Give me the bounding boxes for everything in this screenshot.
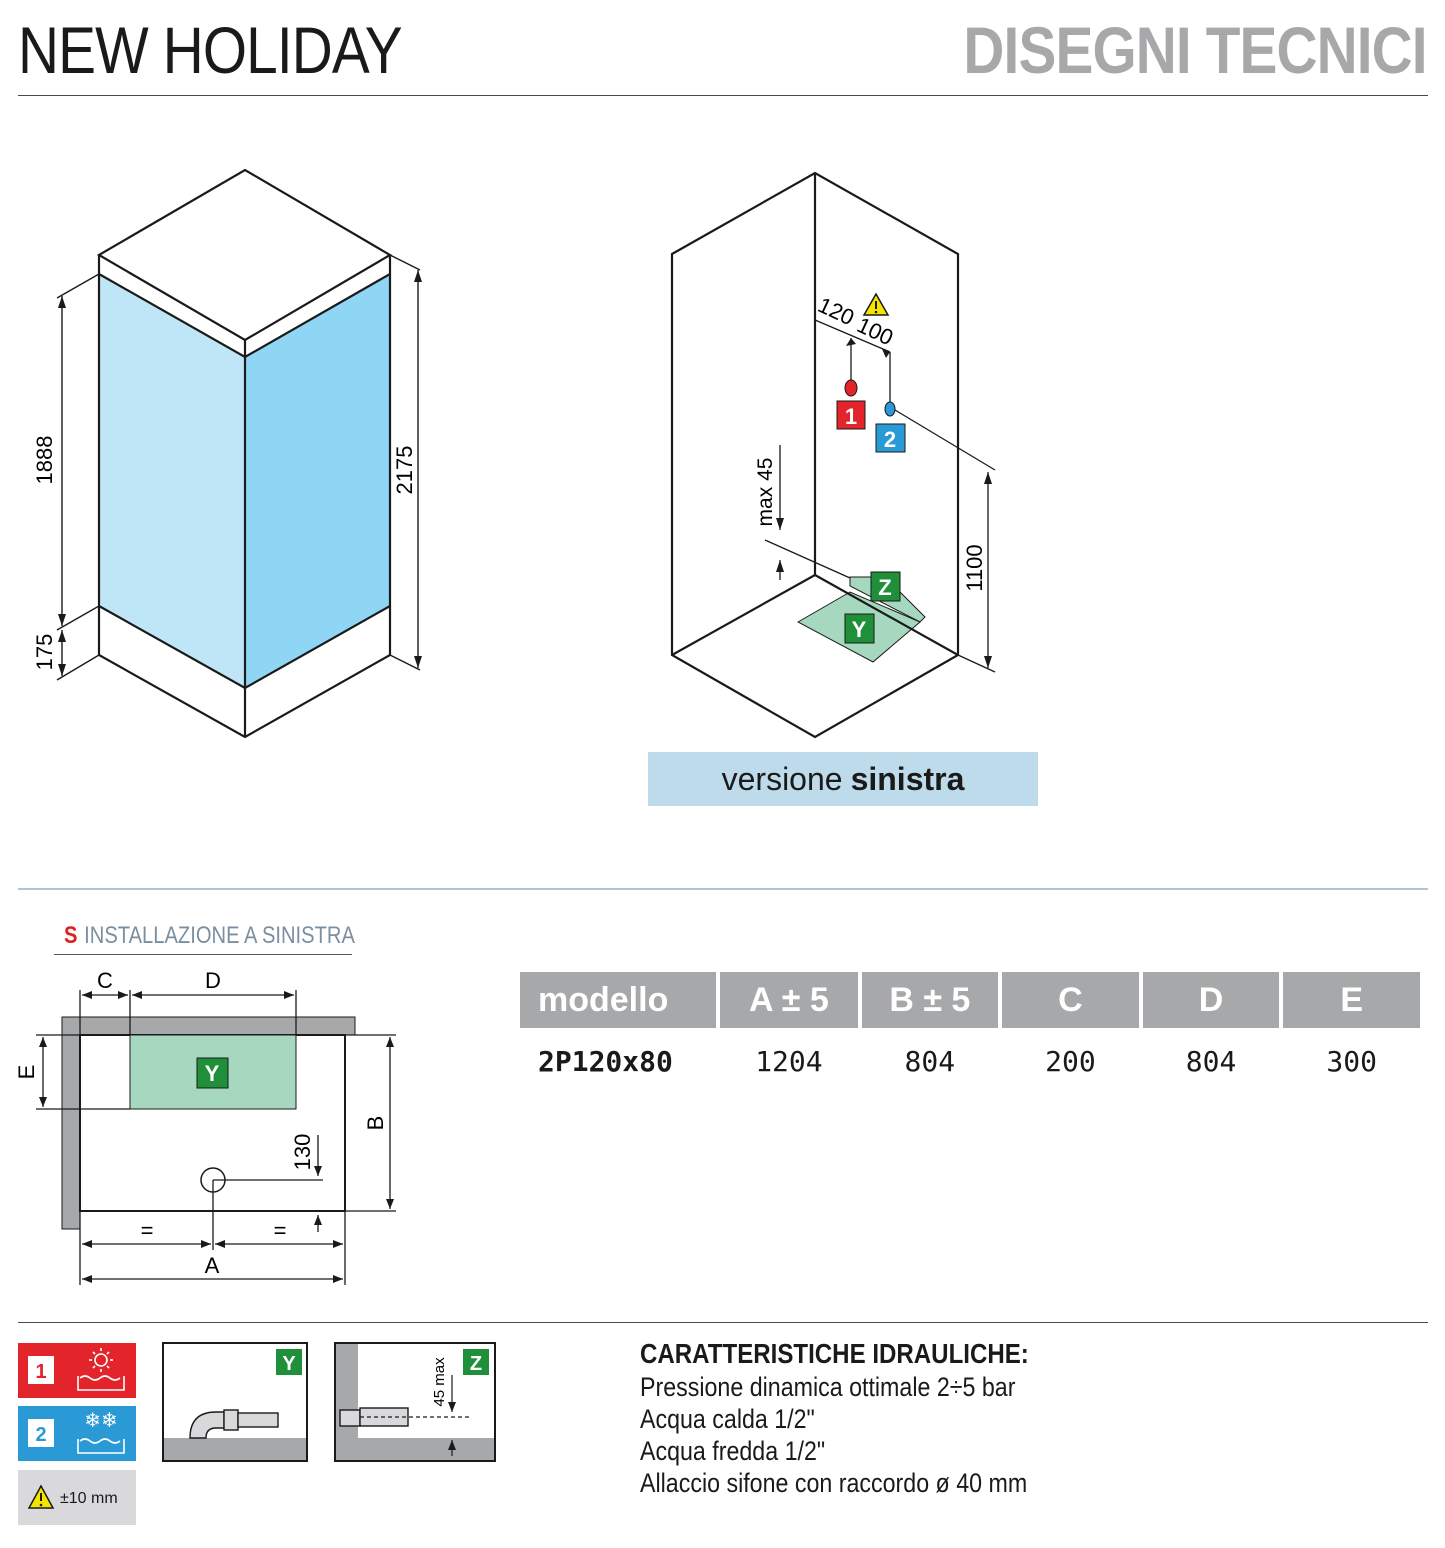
badge-cold-2 xyxy=(875,423,906,453)
col-modello: modello xyxy=(520,972,717,1028)
badge-y-label: Y xyxy=(852,617,867,642)
installation-plan-drawing: Y C D E B A xyxy=(14,968,396,1285)
badge-y xyxy=(844,613,875,644)
cell-b: 804 xyxy=(904,1044,956,1078)
cell-model: 2P120x80 xyxy=(538,1044,673,1078)
cabin-3d-drawing: 1888 175 2175 xyxy=(32,168,422,739)
legend-z-dim: 45 max xyxy=(431,1357,448,1407)
legend-z-badge xyxy=(463,1349,489,1375)
version-side: sinistra xyxy=(850,760,965,797)
col-e: E xyxy=(1283,972,1420,1028)
label-e: E xyxy=(14,1065,39,1080)
dim-1100: 1100 xyxy=(962,544,987,591)
col-b: B ± 5 xyxy=(861,972,999,1028)
legend-z-floor xyxy=(336,1438,494,1460)
legend-hot-number: 1 xyxy=(35,1361,46,1383)
label-a: A xyxy=(205,1253,220,1278)
water-wave-icon xyxy=(77,1375,125,1391)
hydraulics-pressure: Pressione dinamica ottimale 2÷5 bar xyxy=(640,1372,1016,1402)
dim-2175: 2175 xyxy=(392,446,417,495)
badge-hot-1 xyxy=(836,400,866,430)
section-title: DISEGNI TECNICI xyxy=(963,13,1428,87)
sun-icon xyxy=(89,1348,113,1372)
cell-d: 804 xyxy=(1185,1044,1237,1078)
hydraulics-hot: Acqua calda 1/2" xyxy=(640,1404,815,1434)
col-d: D xyxy=(1142,972,1280,1028)
legend-drawing: 1 2 ❄❄ ±10 mm Y xyxy=(18,1342,496,1525)
cold-water-outlet xyxy=(884,401,896,417)
badge-z-label: Z xyxy=(878,575,891,600)
badge-hot-1-label: 1 xyxy=(845,404,857,429)
legend-cold-number: 2 xyxy=(35,1424,46,1446)
badge-cold-2-label: 2 xyxy=(884,427,896,452)
warning-icon-legend xyxy=(27,1484,55,1509)
cell-a: 1204 xyxy=(755,1044,823,1078)
dim-175: 175 xyxy=(32,634,57,671)
dim-120: 120 xyxy=(814,292,858,330)
installation-title-text: INSTALLAZIONE A SINISTRA xyxy=(84,922,355,949)
product-title: NEW HOLIDAY xyxy=(18,13,403,87)
badge-y-plan-label: Y xyxy=(205,1061,220,1086)
section-divider xyxy=(18,888,1428,890)
spec-table: modello A ± 5 B ± 5 C D E 2P120x80 1204 … xyxy=(516,972,1424,1094)
dim-1888: 1888 xyxy=(32,436,57,485)
legend-y-badge xyxy=(276,1349,302,1375)
drain-elbow-icon xyxy=(189,1409,279,1439)
legend-y-label: Y xyxy=(282,1353,296,1375)
badge-z xyxy=(870,571,901,602)
side-wall xyxy=(61,1016,81,1230)
dim-130: 130 xyxy=(290,1134,315,1171)
legend-cold-badge xyxy=(28,1419,54,1447)
snowflake-icon: ❄❄ xyxy=(84,1410,118,1432)
dim-100: 100 xyxy=(853,312,897,350)
legend-divider xyxy=(18,1322,1428,1323)
equal-left: = xyxy=(141,1218,154,1243)
dim-max45: max 45 xyxy=(754,458,777,527)
plumbing-3d-drawing: 120 100 max 45 1100 1 2 Z Y xyxy=(670,171,996,739)
header-divider xyxy=(18,95,1428,96)
side-letter: S xyxy=(64,922,78,949)
water-wave-icon-cold xyxy=(77,1438,125,1454)
glass-panel-left xyxy=(99,274,245,688)
hydraulics-title: CARATTERISTICHE IDRAULICHE: xyxy=(640,1338,1029,1369)
hydraulics-cold: Acqua fredda 1/2" xyxy=(640,1436,826,1466)
legend-z-label: Z xyxy=(470,1353,482,1375)
table-row: 2P120x80 1204 804 200 804 300 xyxy=(520,1028,1420,1094)
legend-hot-badge xyxy=(28,1356,54,1384)
hot-water-outlet xyxy=(844,379,858,397)
hydraulics-siphon: Allaccio sifone con raccordo ø 40 mm xyxy=(640,1468,1028,1498)
tolerance-text: ±10 mm xyxy=(60,1490,118,1507)
col-c: C xyxy=(1002,972,1139,1028)
back-wall xyxy=(61,1016,356,1036)
label-c: C xyxy=(97,968,113,993)
cell-c: 200 xyxy=(1045,1044,1096,1078)
col-a: A ± 5 xyxy=(720,972,858,1028)
cell-e: 300 xyxy=(1326,1044,1377,1078)
warning-icon xyxy=(862,292,890,316)
version-prefix: versione xyxy=(721,760,843,797)
glass-panel-right xyxy=(245,274,390,688)
legend-y-floor xyxy=(164,1438,306,1460)
version-banner: versione sinistra xyxy=(648,752,1038,806)
installation-title-underline xyxy=(54,954,352,955)
label-b: B xyxy=(363,1116,388,1131)
equal-right: = xyxy=(274,1218,287,1243)
label-d: D xyxy=(205,968,221,993)
badge-y-plan xyxy=(196,1057,229,1089)
